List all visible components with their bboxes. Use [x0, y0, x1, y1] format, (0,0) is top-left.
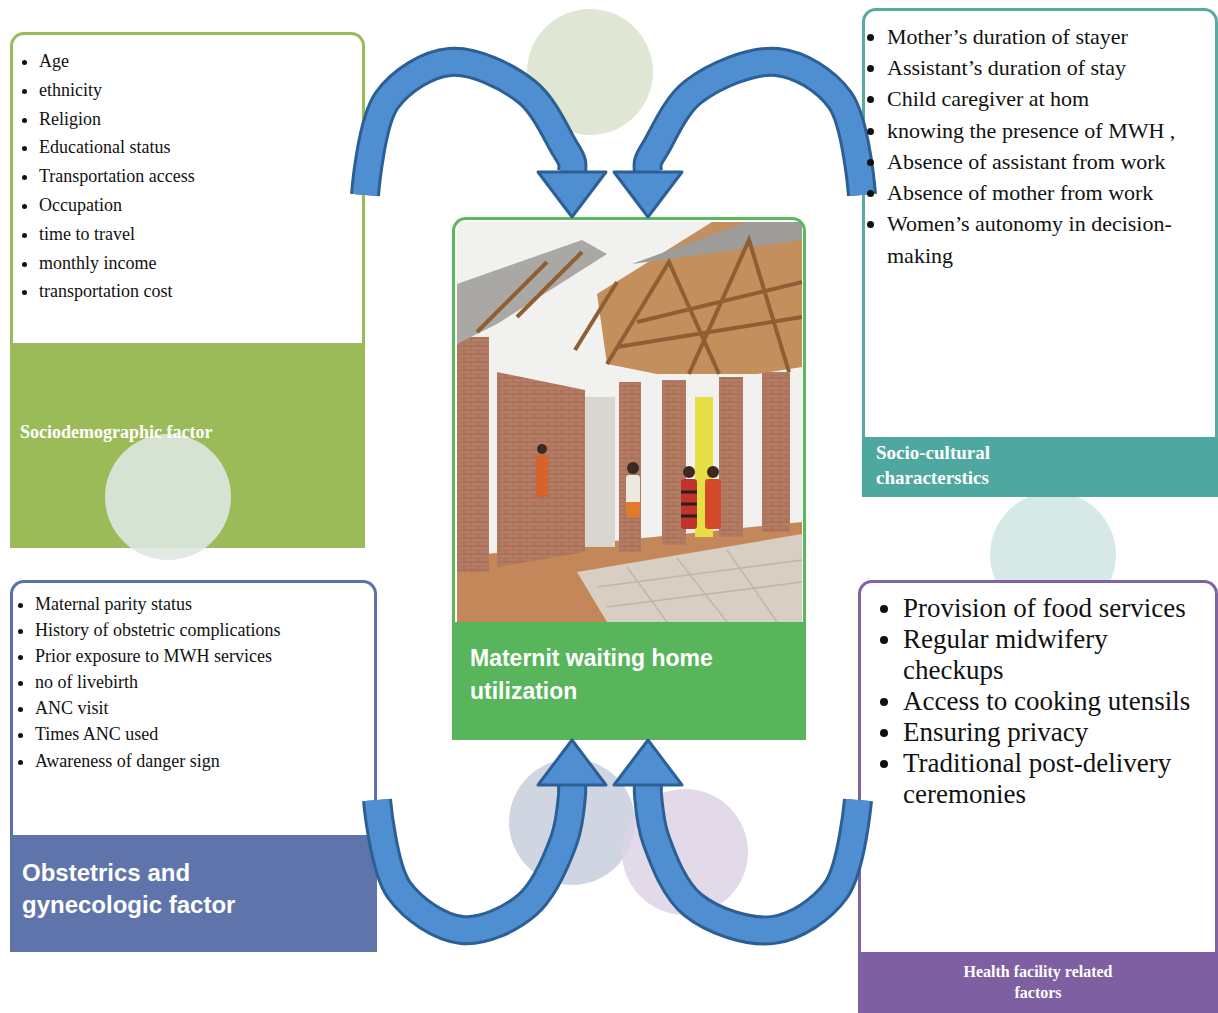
photo-person	[536, 444, 548, 497]
factor-list: Maternal parity statusHistory of obstetr…	[13, 591, 366, 774]
photo-wall	[457, 337, 489, 572]
photo-doorway	[585, 397, 615, 547]
factor-item: Traditional post-delivery ceremonies	[903, 748, 1207, 810]
photo-tile-lines	[597, 550, 802, 622]
factor-item: Times ANC used	[35, 721, 366, 747]
factor-item: Provision of food services	[903, 593, 1207, 624]
box-body: Provision of food servicesRegular midwif…	[858, 580, 1218, 952]
factor-list: AgeethnicityReligionEducational statusTr…	[13, 47, 354, 306]
factor-item: Access to cooking utensils	[903, 686, 1207, 717]
box-body: Mother’s duration of stayerAssistant’s d…	[862, 8, 1218, 437]
factor-item: monthly income	[39, 249, 354, 278]
factor-item: Awareness of danger sign	[35, 748, 366, 774]
factor-item: Maternal parity status	[35, 591, 366, 617]
factor-item: Occupation	[39, 191, 354, 220]
connector-arrow	[614, 740, 858, 931]
factor-item: ethnicity	[39, 76, 354, 105]
connector-arrow	[377, 740, 606, 930]
connector-arrow	[365, 62, 606, 217]
person-dress	[681, 479, 697, 529]
factor-item: transportation cost	[39, 277, 354, 306]
arrow-body	[648, 62, 862, 195]
factor-item: knowing the presence of MWH ,	[887, 115, 1207, 146]
factor-item: Educational status	[39, 133, 354, 162]
arrow-head	[614, 172, 682, 217]
photo-pillar	[762, 372, 790, 532]
person-head	[537, 444, 547, 454]
heading-band: Obstetrics and gynecologic factor	[10, 835, 377, 952]
factor-item: no of livebirth	[35, 669, 366, 695]
box-heading: Obstetrics and gynecologic factor	[22, 857, 262, 922]
factor-item: Prior exposure to MWH services	[35, 643, 366, 669]
factor-item: Women’s autonomy in decision-making	[887, 208, 1207, 270]
factor-item: Child caregiver at hom	[887, 83, 1207, 114]
person-dress	[626, 475, 640, 517]
person-head	[683, 466, 695, 478]
heading-band: Health facility related factors	[858, 952, 1218, 1013]
factor-list: Mother’s duration of stayerAssistant’s d…	[865, 21, 1207, 271]
photo-person	[705, 466, 721, 529]
box-body: AgeethnicityReligionEducational statusTr…	[10, 32, 365, 343]
decor-circle	[622, 789, 748, 915]
person-wrap	[626, 502, 640, 517]
factor-item: History of obstetric complications	[35, 617, 366, 643]
factor-item: Absence of assistant from work	[887, 146, 1207, 177]
person-stripes	[681, 492, 697, 516]
photo-walkway	[577, 534, 802, 622]
heading-band: Sociodemographic factor	[10, 343, 365, 548]
outcome-box: Maternit waiting home utilization	[452, 217, 806, 740]
factor-item: Regular midwifery checkups	[903, 624, 1207, 686]
box-body	[452, 217, 806, 622]
arrow-outline	[365, 62, 572, 195]
photo-person	[626, 462, 640, 517]
photo-roof-metal	[632, 222, 802, 264]
waiting-home-photo	[457, 222, 802, 622]
factor-item: time to travel	[39, 220, 354, 249]
box-heading: Maternit waiting home utilization	[470, 642, 720, 709]
factor-item: Assistant’s duration of stay	[887, 52, 1207, 83]
box-heading: Socio-cultural characterstics	[876, 441, 1076, 490]
box-heading: Sociodemographic factor	[20, 421, 215, 444]
photo-trusses	[477, 240, 802, 374]
arrow-outline	[377, 785, 572, 930]
arrow-body	[365, 62, 572, 195]
arrow-body	[648, 785, 858, 931]
arrow-body	[377, 785, 572, 930]
arrow-head	[538, 172, 606, 217]
decor-circle	[527, 9, 653, 135]
photo-person	[681, 466, 697, 529]
box-heading: Health facility related factors	[948, 962, 1128, 1004]
factor-item: Absence of mother from work	[887, 177, 1207, 208]
factor-box: Provision of food servicesRegular midwif…	[858, 580, 1218, 1013]
photo-sky	[457, 222, 802, 622]
decor-circle	[509, 759, 635, 885]
person-head	[707, 466, 719, 478]
factor-list: Provision of food servicesRegular midwif…	[861, 593, 1207, 810]
person-head	[627, 462, 639, 474]
factor-box: Mother’s duration of stayerAssistant’s d…	[862, 8, 1218, 497]
factor-item: Transportation access	[39, 162, 354, 191]
heading-band: Socio-cultural characterstics	[862, 437, 1218, 497]
decor-circle	[105, 434, 231, 560]
factor-item: Mother’s duration of stayer	[887, 21, 1207, 52]
heading-band: Maternit waiting home utilization	[452, 622, 806, 740]
photo-pillar	[719, 377, 743, 537]
factor-item: Religion	[39, 105, 354, 134]
box-body: Maternal parity statusHistory of obstetr…	[10, 580, 377, 835]
factor-box: Maternal parity statusHistory of obstetr…	[10, 580, 377, 952]
person-dress	[536, 455, 548, 497]
factor-item: Ensuring privacy	[903, 717, 1207, 748]
photo-wall	[497, 372, 585, 567]
factor-item: Age	[39, 47, 354, 76]
arrow-head	[538, 740, 606, 785]
connector-arrow	[614, 62, 862, 217]
person-dress	[705, 479, 721, 529]
factor-item: ANC visit	[35, 695, 366, 721]
arrow-outline	[648, 785, 858, 931]
photo-pillar	[619, 382, 641, 552]
factor-box: AgeethnicityReligionEducational statusTr…	[10, 32, 365, 548]
arrow-head	[614, 740, 682, 785]
arrow-outline	[648, 62, 862, 195]
